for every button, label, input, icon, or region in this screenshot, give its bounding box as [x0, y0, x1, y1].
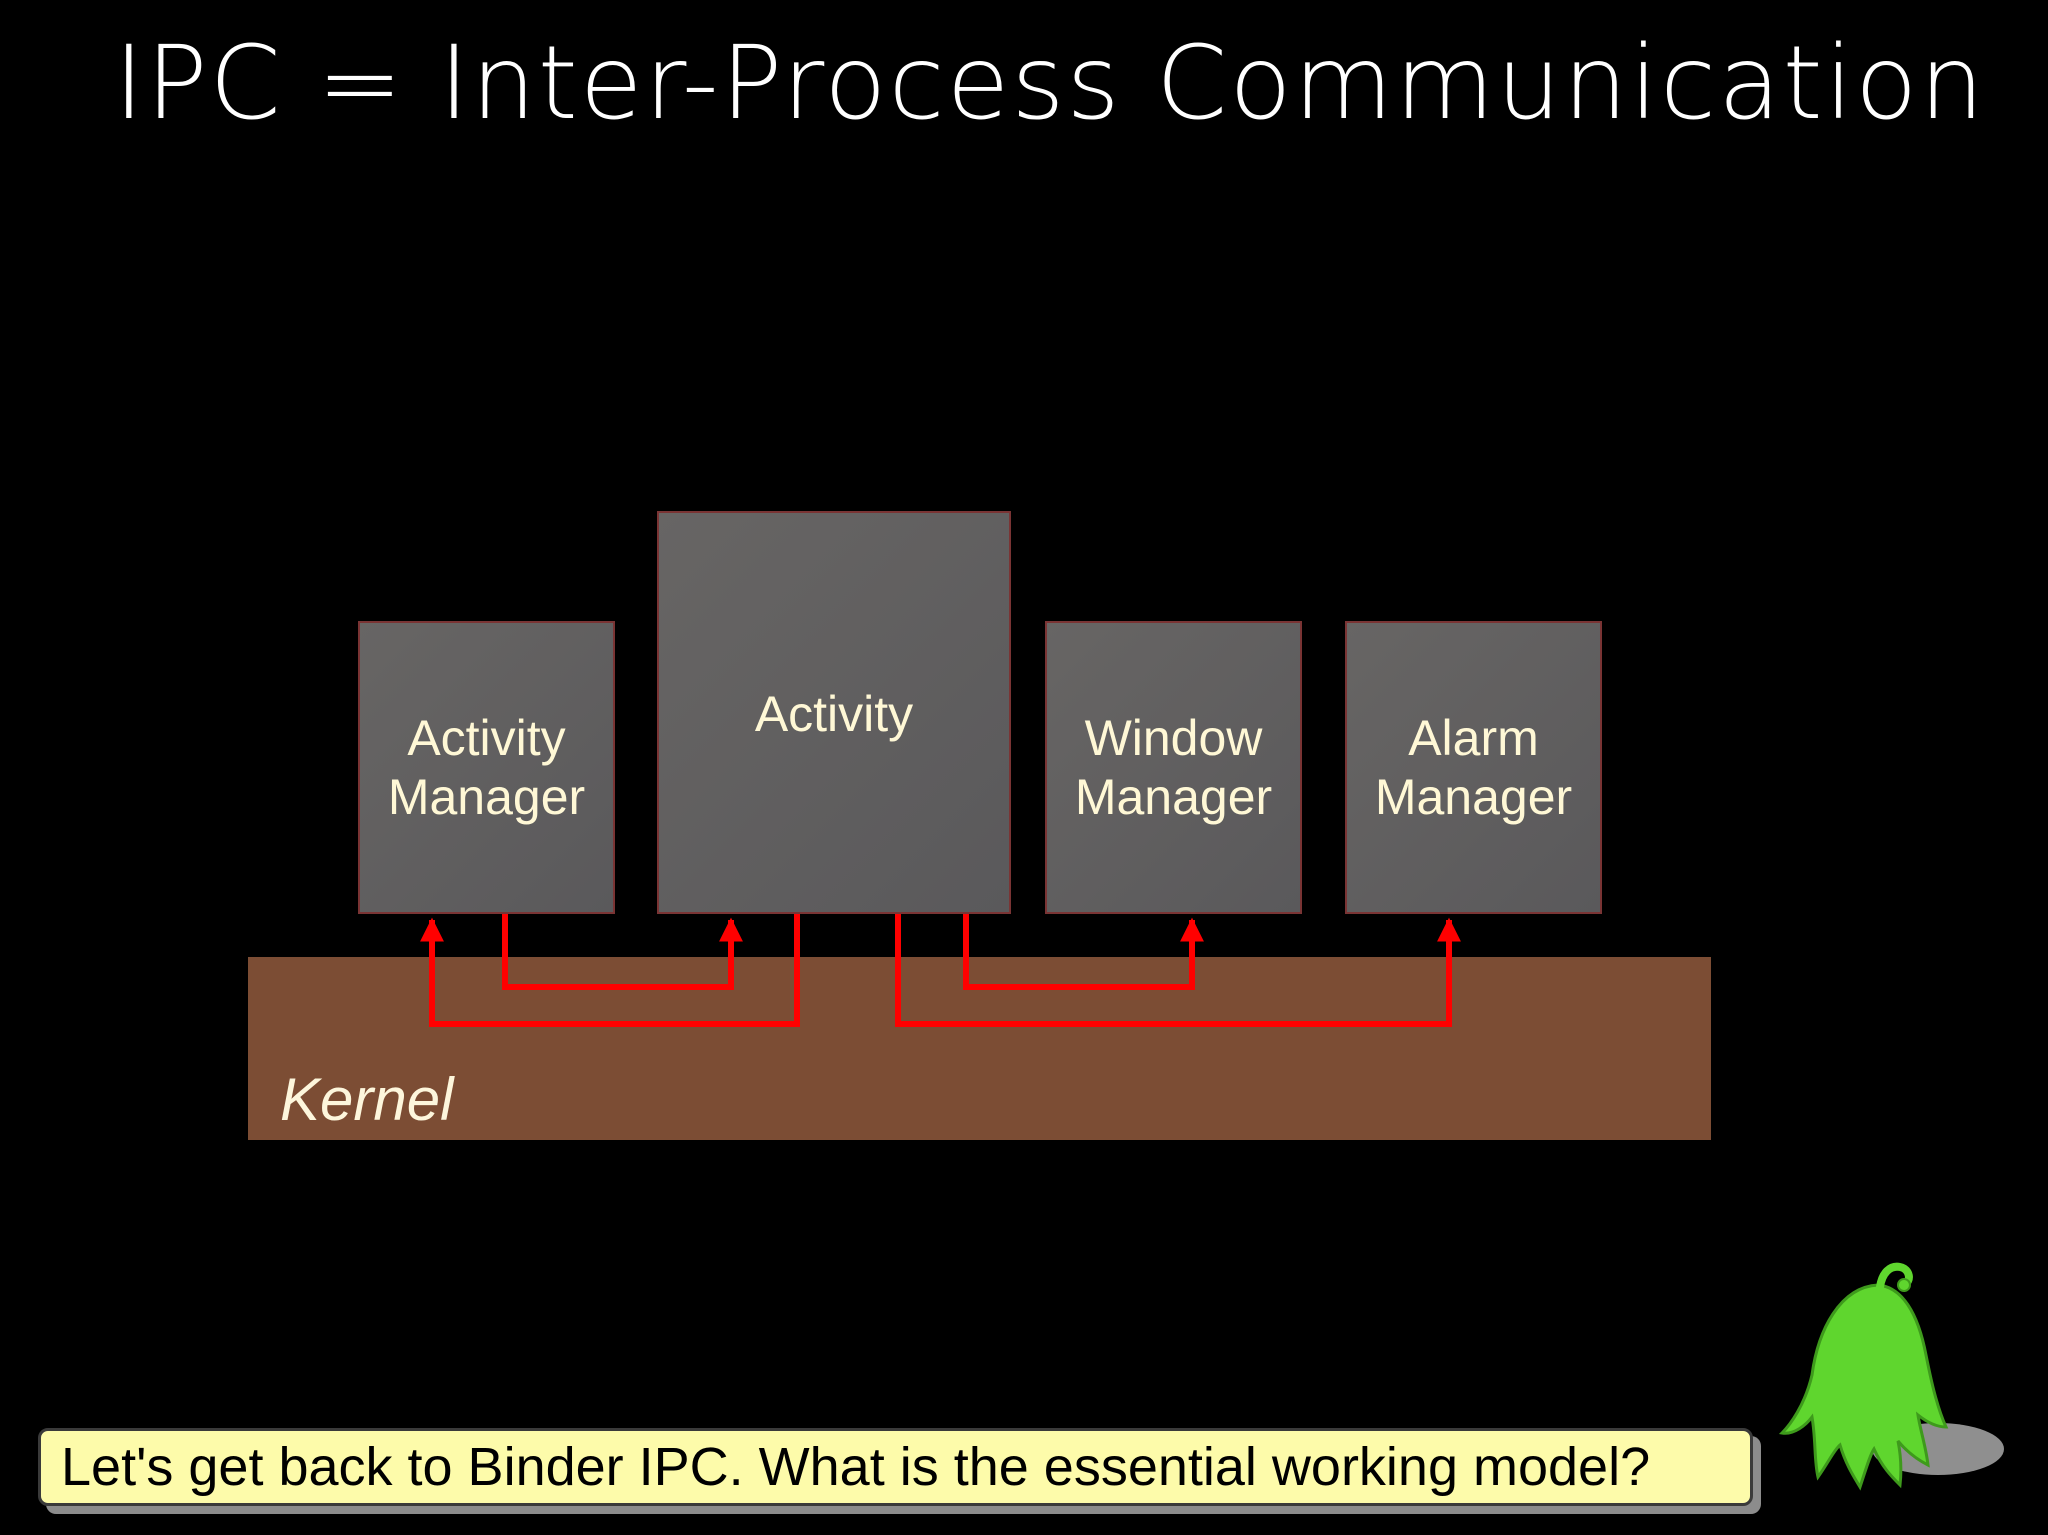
- kernel-layer: Kernel: [248, 957, 1711, 1140]
- process-label-activity-manager: Activity Manager: [388, 709, 585, 827]
- process-box-window-manager: Window Manager: [1045, 621, 1302, 914]
- process-label-line: Activity: [754, 686, 914, 742]
- process-label-line: Alarm: [1408, 709, 1539, 766]
- process-label-alarm-manager: Alarm Manager: [1375, 709, 1572, 827]
- slide-title: IPC = Inter-Process Communication: [113, 24, 1986, 143]
- green-ghost-mascot-icon: [1778, 1262, 2004, 1491]
- kernel-label: Kernel: [280, 1066, 454, 1133]
- process-label-line: Manager: [1074, 768, 1273, 825]
- process-label-activity: Activity: [755, 685, 913, 744]
- process-label-window-manager: Window Manager: [1075, 709, 1272, 827]
- process-box-alarm-manager: Alarm Manager: [1345, 621, 1602, 914]
- process-label-line: Activity: [407, 709, 566, 766]
- mascot-body: [1778, 1283, 1949, 1491]
- process-label-line: Manager: [1374, 768, 1573, 825]
- callout-box: Let's get back to Binder IPC. What is th…: [38, 1428, 1753, 1506]
- mascot-antenna-tip: [1897, 1278, 1911, 1292]
- process-label-line: Manager: [387, 768, 586, 825]
- process-label-line: Window: [1084, 709, 1263, 766]
- callout-text: Let's get back to Binder IPC. What is th…: [61, 1437, 1651, 1497]
- process-box-activity: Activity: [657, 511, 1011, 914]
- process-box-activity-manager: Activity Manager: [358, 621, 615, 914]
